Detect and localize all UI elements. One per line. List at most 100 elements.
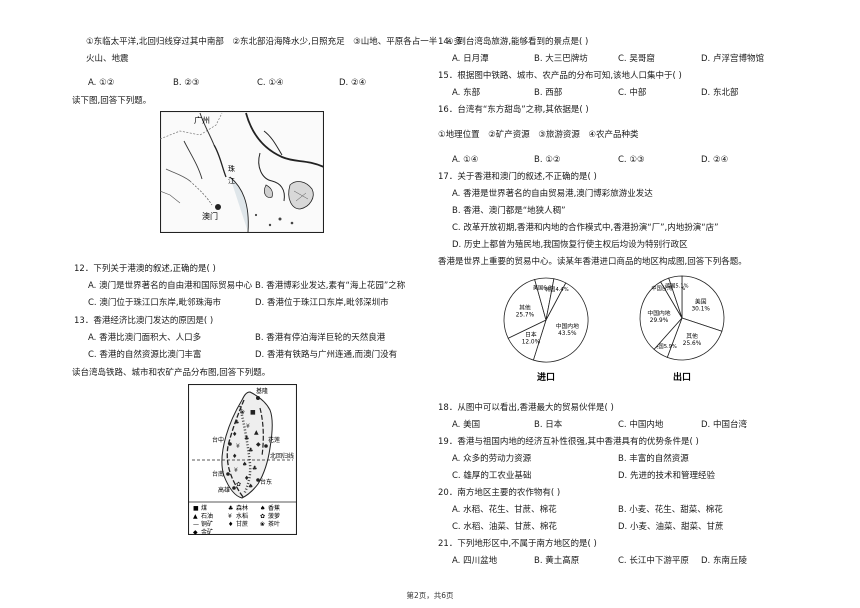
legend-label: 茶叶 [268, 520, 280, 528]
pie-slice [681, 275, 725, 332]
prd-map-label-macau: 澳门 [202, 211, 218, 221]
legend-symbol-icon: ♣ [228, 505, 233, 512]
q13-option-b[interactable]: B. 香港有停泊海洋巨轮的天然良港 [255, 333, 386, 343]
pie-slice [532, 282, 589, 363]
q18-stem: 18．从图中可以看出,香港最大的贸易伙伴是( ) [438, 403, 614, 413]
pie-slice-label: 美国5.9% [653, 342, 677, 350]
q21-option-b[interactable]: B. 黄土高原 [534, 556, 580, 566]
q14-option-d[interactable]: D. 卢浮宫博物馆 [701, 54, 764, 64]
legend-symbol-icon: ▲ [193, 513, 198, 520]
pie-chart-title: 进口 [537, 371, 555, 383]
pie-slice [668, 275, 683, 319]
pie-slice-label: 中国内地 [556, 322, 579, 330]
legend-symbol-icon: ❀ [260, 521, 265, 528]
legend-symbol-icon: ✿ [260, 513, 265, 520]
svg-text:♣: ♣ [234, 419, 239, 426]
q19-option-a[interactable]: A. 众多的劳动力资源 [452, 454, 532, 464]
q14-option-a[interactable]: A. 日月潭 [452, 54, 489, 64]
q12-stem: 12．下列关于港澳的叙述,正确的是( ) [74, 264, 216, 274]
q15-option-b[interactable]: B. 西部 [534, 88, 563, 98]
svg-text:♦: ♦ [232, 453, 237, 460]
pie-slice-label: 30.1% [691, 307, 710, 313]
q16-option-b[interactable]: B. ①② [534, 155, 561, 165]
q11-option-b[interactable]: B. ②③ [173, 78, 200, 88]
trade-chart-intro: 香港是世界上重要的贸易中心。读某年香港进口商品的地区构成图,回答下列各题。 [438, 257, 747, 267]
q12-option-b[interactable]: B. 香港博彩业发达,素有“海上花园”之称 [255, 281, 406, 291]
q16-option-c[interactable]: C. ①③ [618, 155, 645, 165]
taiwan-label-tropic: 北回归线 [270, 452, 294, 460]
svg-text:♠: ♠ [242, 461, 247, 468]
q15-option-a[interactable]: A. 东部 [452, 88, 481, 98]
pie-slice-label: 43.5% [558, 331, 577, 337]
taiwan-label-keelung: 基隆 [256, 387, 268, 395]
q11-option-d[interactable]: D. ②④ [339, 78, 367, 88]
q14-option-b[interactable]: B. 大三巴牌坊 [534, 54, 588, 64]
q15-option-d[interactable]: D. 东北部 [701, 88, 739, 98]
taiwan-resource-map: ♣¥♦ ♣▲¥ ♣♦♠ ♣¥♦ ✿■❀ ◆♠ 基隆 花莲 台中 北回归线 台南 … [188, 384, 297, 535]
legend-label: 甘蔗 [236, 520, 248, 528]
q18-option-b[interactable]: B. 日本 [534, 420, 563, 430]
svg-text:♣: ♣ [248, 447, 253, 454]
taiwan-label-taichung: 台中 [212, 436, 224, 444]
q16-option-a[interactable]: A. ①④ [452, 155, 479, 165]
q12-option-d[interactable]: D. 香港位于珠江口东岸,毗邻深圳市 [255, 298, 389, 308]
svg-text:■: ■ [250, 409, 256, 416]
q18-option-d[interactable]: D. 中国台湾 [701, 420, 747, 430]
q19-option-b[interactable]: B. 丰富的自然资源 [618, 454, 689, 464]
q12-option-a[interactable]: A. 澳门是世界著名的自由港和国际贸易中心 [88, 281, 253, 291]
taiwan-map-legend: ■煤▲石油—铜矿◆金矿♣森林¥水稻♦甘蔗♠香蕉✿菠萝❀茶叶 [193, 504, 280, 535]
pie-slice-label: 中国内地 [647, 309, 670, 317]
q18-option-a[interactable]: A. 美国 [452, 420, 481, 430]
q11-statements-line2: 火山、地震 [86, 54, 129, 64]
q16-statements: ①地理位置 ②矿产资源 ③旅游资源 ④农产品种类 [438, 130, 639, 140]
q19-option-d[interactable]: D. 先进的技术和管理经验 [618, 471, 715, 481]
q19-option-c[interactable]: C. 雄厚的工农业基础 [452, 471, 532, 481]
q14-stem: 14．到台湾岛旅游,能够看到的景点是( ) [438, 37, 589, 47]
q16-stem: 16．台湾有“东方甜岛”之称,其依据是( ) [438, 105, 589, 115]
q11-option-a[interactable]: A. ①② [88, 78, 115, 88]
q13-option-a[interactable]: A. 香港比澳门面积大、人口多 [88, 333, 202, 343]
q13-option-c[interactable]: C. 香港的自然资源比澳门丰富 [88, 350, 202, 360]
legend-label: 水稻 [236, 512, 248, 520]
q20-stem: 20．南方地区主要的农作物有( ) [438, 488, 561, 498]
q17-option-d[interactable]: D. 历史上都曾为殖民地,我国恢复行使主权后均设为特别行政区 [452, 240, 688, 250]
q13-stem: 13．香港经济比澳门发达的原因是( ) [74, 316, 214, 326]
svg-text:❀: ❀ [240, 409, 245, 416]
pie-slice-label: 中国台湾3.4% [651, 284, 685, 292]
q15-option-c[interactable]: C. 中部 [618, 88, 647, 98]
prd-map-intro: 读下图,回答下列题。 [72, 96, 152, 106]
q16-option-d[interactable]: D. ②④ [701, 155, 729, 165]
q19-stem: 19．香港与祖国内地的经济互补性很强,其中香港具有的优势条件是( ) [438, 437, 699, 447]
svg-text:¥: ¥ [234, 467, 238, 474]
q17-option-b[interactable]: B. 香港、澳门都是“地狭人稠” [452, 206, 566, 216]
legend-symbol-icon: ¥ [228, 513, 232, 520]
pie-slice [666, 317, 723, 361]
q11-option-c[interactable]: C. ①④ [257, 78, 284, 88]
q20-option-a[interactable]: A. 水稻、花生、甘蔗、棉花 [452, 505, 557, 515]
q13-option-d[interactable]: D. 香港有铁路与广州连通,而澳门没有 [255, 350, 398, 360]
pie-slice [639, 281, 683, 350]
q15-stem: 15．根据图中铁路、城市、农产品的分布可知,该地人口集中于( ) [438, 71, 682, 81]
q21-stem: 21．下列地形区中,不属于南方地区的是( ) [438, 539, 597, 549]
q21-option-d[interactable]: D. 东南丘陵 [701, 556, 747, 566]
q21-option-a[interactable]: A. 四川盆地 [452, 556, 498, 566]
page-footer: 第2页，共6页 [406, 591, 454, 600]
q12-option-c[interactable]: C. 澳门位于珠江口东岸,毗邻珠海市 [88, 298, 222, 308]
svg-text:✿: ✿ [236, 481, 241, 488]
q20-option-b[interactable]: B. 小麦、花生、甜菜、棉花 [618, 505, 723, 515]
legend-label: 煤 [201, 504, 207, 512]
q14-option-c[interactable]: C. 吴哥窟 [618, 54, 655, 64]
q21-option-c[interactable]: C. 长江中下游平原 [618, 556, 689, 566]
q18-option-c[interactable]: C. 中国内地 [618, 420, 664, 430]
q20-option-d[interactable]: D. 小麦、油菜、甜菜、甘蔗 [618, 522, 724, 532]
taiwan-label-kaohsiung: 高雄 [218, 486, 230, 494]
q17-option-c[interactable]: C. 改革开放初期,香港和内地的合作模式中,香港扮演“厂”,内地扮演“店” [452, 223, 719, 233]
pearl-river-delta-map: 广州 珠 江 澳门 [160, 111, 324, 233]
legend-symbol-icon: ♠ [260, 505, 265, 512]
q20-option-c[interactable]: C. 水稻、油菜、甘蔗、棉花 [452, 522, 557, 532]
q17-option-a[interactable]: A. 香港是世界著名的自由贸易港,澳门博彩旅游业发达 [452, 189, 653, 199]
pie-slice-label: 美国 [695, 298, 707, 306]
pie-slice-label: 其他 [519, 304, 531, 312]
pie-slice [503, 279, 547, 339]
